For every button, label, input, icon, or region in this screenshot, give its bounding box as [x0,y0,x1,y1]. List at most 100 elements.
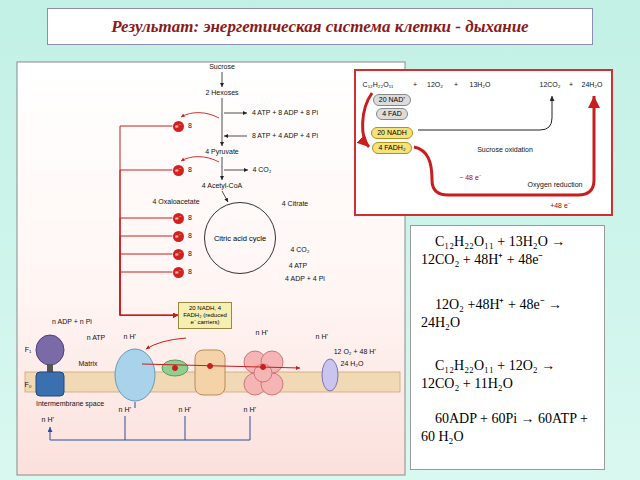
electron-connector [120,126,178,315]
electron-connector [120,236,178,315]
node-text: e⁻ [175,251,180,257]
inset-label: +48 e⁻ [550,202,570,210]
node-text: e⁻ [175,167,180,173]
diagram-label: 8 [188,232,192,240]
diagram-label: F₁ [25,346,32,354]
carrier-box: 20 NADH, 4 FADH₂ (reduced e⁻ carriers) [178,302,232,329]
electron-path [173,366,178,371]
panel-frame [355,70,612,215]
diagram-label: 4 CO₂ [290,246,309,254]
reduced-carrier: 20 NADH [371,127,413,139]
proton-return [135,402,136,408]
transporter [322,359,338,391]
diagram-label: n H⁺ [42,416,55,424]
pathway-arrow [222,72,223,87]
electron-path [146,338,186,349]
proton-return [185,416,186,440]
diagram-label: Matrix [78,360,97,368]
electron-feed [181,113,219,118]
diagram-label: 8 [188,268,192,276]
diagram-label: n H⁺ [119,406,132,414]
complex-iv [244,351,283,395]
electron-feed [181,157,219,162]
pathway-arrow [224,170,248,171]
node-text: e⁻ [175,233,180,239]
complex-i [115,349,155,401]
node-text: 4 FAD [382,110,401,118]
diagram-label: Sucrose [209,63,235,71]
diagram-label: n H⁺ [244,406,257,414]
diagram-label: 12 O₂ + 48 H⁺ [334,348,377,356]
inset-label: + [413,81,417,89]
equation-text: C₁₂H₂₂O₁₁ + 13H₂O → 12CO₂ + 48H⁺ + 48e⁻ [421,233,596,268]
node-text: 20 NADH, 4 FADH₂ (reduced e⁻ carriers) [181,305,229,326]
transporter [322,359,338,391]
electron-circle: e⁻ [173,231,184,242]
electron-connector [120,170,178,315]
diagram-label: 4 Pyruvate [205,148,238,156]
electron-circle: e⁻ [173,121,184,132]
equation-text: C₁₂H₂₂O₁₁ + 12O₂ → 12CO₂ + 11H₂O [421,357,596,392]
electron-path [142,364,300,368]
cycle-circle: Citric acid cycle [204,202,276,274]
node-text: 20 NAD⁺ [379,96,406,104]
diagram-label: 24 H₂O [341,360,364,368]
inset-label: 12CO₂ [539,81,560,89]
inset-flow [363,93,372,147]
diagram-label: n H⁺ [124,333,137,341]
title-text: Результат: энергетическая система клетки… [111,17,528,37]
equation-text: 12O₂ +48H⁺ + 48e⁻ → 24H₂O [421,296,596,331]
pathway-arrow [222,157,223,180]
diagram-label: n H⁺ [256,329,269,337]
diagram-label: 4 Acetyl-CoA [202,182,242,190]
diagram-label: n H⁺ [316,333,329,341]
electron-connector [120,254,178,315]
electron-circle: e⁻ [173,213,184,224]
electron-connector [120,272,178,315]
atp-synthase [36,372,64,396]
inset-label: Oxygen reduction [528,181,583,189]
pathway-arrow [222,98,223,146]
pathway-arrow [224,113,247,114]
diagram-label: 4 ATP [289,262,308,270]
complex-ii [162,360,188,376]
proton-return [50,416,250,440]
inset-label: 13H₂O [469,81,490,89]
equation-text: 60ADP + 60Pi → 60ATP + 60 H₂O [421,410,596,445]
pathway-arrow [224,136,247,137]
diagram-label: n ADP + n Pi [52,318,92,326]
complex-iii [195,350,225,395]
diagram-label: 4 ATP + 8 ADP + 8 Pi [252,109,318,117]
inset-label: Sucrose oxidation [477,146,533,154]
electron-path [208,364,213,369]
electron-path [142,338,300,371]
diagram-label: n H⁺ [179,406,192,414]
electron-circle: e⁻ [173,267,184,278]
complex-ii [162,360,188,376]
inset-label: 12O₂ [427,81,443,89]
diagram-label: 8 [188,122,192,130]
inset-flow [418,96,552,130]
diagram-label: 4 ADP + 4 Pi [285,275,325,283]
complex-iv [261,351,283,373]
oxidized-carrier: 20 NAD⁺ [373,94,412,106]
panel-frame [17,62,612,475]
inset-label: + [569,81,573,89]
node-text: 20 NADH [377,129,407,137]
diagram-label: n ATP [87,334,106,342]
diagram-label: 8 [188,166,192,174]
node-text: 4 FADH₂ [378,144,405,152]
node-text: e⁻ [175,269,180,275]
electron-circle: e⁻ [173,165,184,176]
inset-label: − 48 e⁻ [459,174,481,182]
proton-return [50,402,250,440]
inset-flow [414,96,594,195]
diagram-label: 2 Hexoses [205,89,238,97]
diagram-label: 4 Oxaloacetate [152,198,199,206]
equation-box: C₁₂H₂₂O₁₁ + 13H₂O → 12CO₂ + 48H⁺ + 48e⁻ 1… [410,225,605,470]
complex-i [115,349,155,401]
title-box: Результат: энергетическая система клетки… [47,8,593,45]
electron-circle: e⁻ [173,249,184,260]
